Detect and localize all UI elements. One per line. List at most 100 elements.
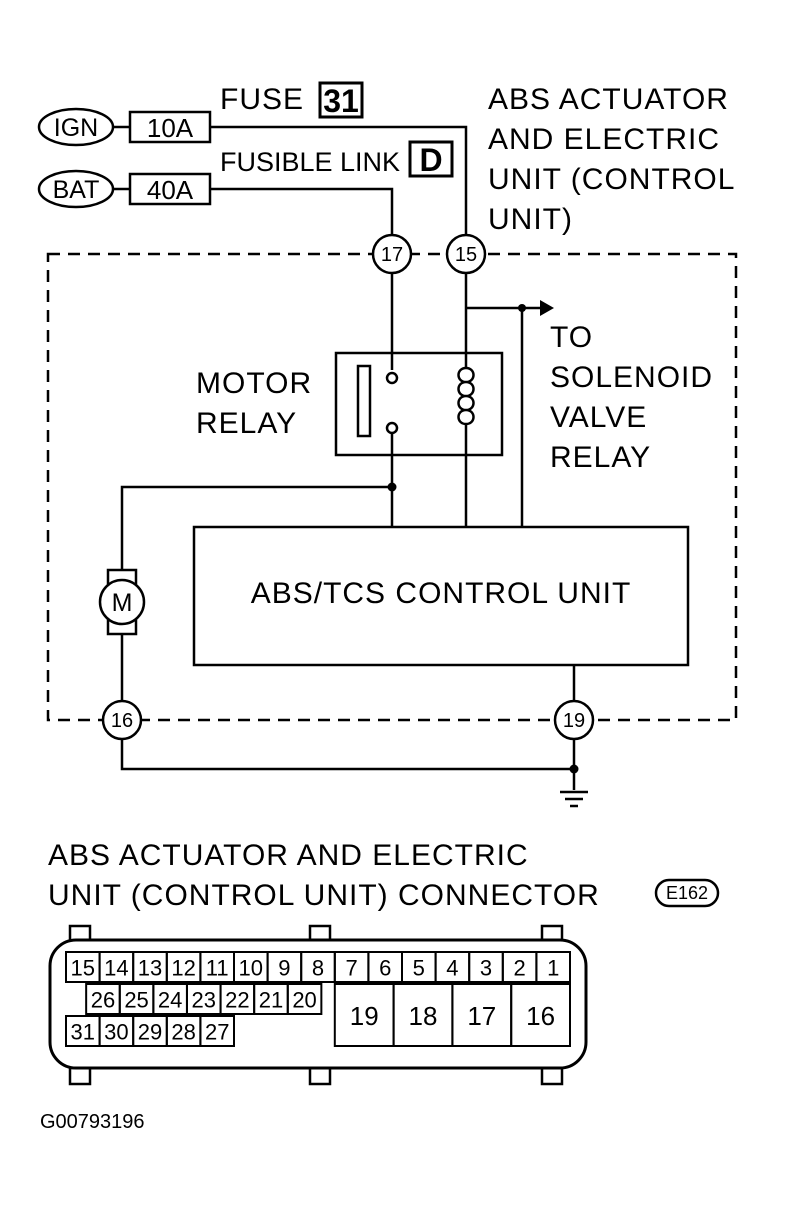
unit-title: ABS ACTUATOR AND ELECTRIC UNIT (CONTROL … — [488, 83, 735, 236]
connector-pin-31: 31 — [65, 1015, 101, 1047]
bat-label: BAT — [53, 176, 100, 204]
connector-pin-1: 1 — [535, 951, 572, 983]
solenoid-label-3: VALVE — [550, 401, 647, 434]
motor-relay-label-1: MOTOR — [196, 367, 312, 400]
relay-coil-icon — [457, 366, 475, 426]
fuse-10a-label: 10A — [147, 113, 194, 143]
connector-pin-label: 2 — [513, 956, 525, 981]
fuse-number-box: 31 — [318, 81, 364, 119]
connector-pin-23: 23 — [185, 983, 222, 1015]
ground-icon — [560, 790, 588, 808]
connector-pin-label: 26 — [91, 988, 115, 1013]
ign-label: IGN — [54, 114, 98, 142]
connector-title-1: ABS ACTUATOR AND ELECTRIC — [48, 839, 529, 872]
terminal-16: 16 — [101, 699, 143, 741]
fusible-link-label: FUSIBLE LINK — [220, 147, 400, 177]
connector-pin-25: 25 — [118, 983, 155, 1015]
connector-pin-28: 28 — [165, 1015, 202, 1047]
connector-pin-22: 22 — [219, 983, 256, 1015]
connector-pin-label: 30 — [104, 1020, 128, 1045]
connector-pin-20: 20 — [286, 983, 323, 1015]
connector-pin-label: 11 — [206, 956, 229, 981]
connector-pin-16: 16 — [510, 983, 572, 1047]
connector-pin-10: 10 — [233, 951, 269, 983]
motor-icon: M — [112, 589, 133, 617]
connector-pin-label: 17 — [467, 1001, 496, 1031]
motor-relay-label-2: RELAY — [196, 407, 297, 440]
connector-pin-label: 4 — [446, 956, 458, 981]
connector-pin-18: 18 — [392, 983, 454, 1047]
connector-pin-19: 19 — [333, 983, 395, 1047]
unit-title-line-1: ABS ACTUATOR — [488, 83, 729, 116]
terminal-15: 15 — [445, 233, 487, 275]
connector-pin-label: 3 — [480, 956, 492, 981]
connector-pin-label: 18 — [409, 1001, 438, 1031]
fusible-link-40a: 40A — [128, 172, 212, 206]
terminal-19: 19 — [553, 699, 595, 741]
arrow-to-solenoid-icon — [540, 300, 554, 316]
connector-pin-label: 5 — [413, 956, 425, 981]
motor-relay — [334, 351, 504, 457]
connector-pin-label: 23 — [192, 988, 216, 1013]
connector-pin-26: 26 — [85, 983, 121, 1015]
connector-pin-label: 10 — [239, 956, 263, 981]
connector-pin-12: 12 — [165, 951, 202, 983]
connector-pin-label: 16 — [526, 1001, 555, 1031]
connector-pin-14: 14 — [98, 951, 135, 983]
connector-pin-24: 24 — [152, 983, 188, 1015]
solenoid-label-2: SOLENOID — [550, 361, 713, 394]
connector-pin-label: 14 — [104, 956, 128, 981]
connector-pin-label: 9 — [278, 956, 290, 981]
connector-id-badge: E162 — [654, 878, 720, 908]
figure-ref: G00793196 — [40, 1111, 145, 1133]
fuse-10a: 10A — [128, 110, 212, 144]
connector-pin-label: 13 — [138, 956, 162, 981]
connector-pin-label: 28 — [171, 1020, 195, 1045]
terminal-19-label: 19 — [563, 710, 585, 732]
connector-pin-label: 7 — [345, 956, 357, 981]
unit-title-line-3: UNIT (CONTROL — [488, 163, 735, 196]
fuse-label: FUSE — [220, 83, 304, 116]
solenoid-label: TO SOLENOID VALVE RELAY — [550, 321, 713, 474]
ign-source: IGN — [37, 107, 115, 147]
motor: M — [98, 568, 146, 636]
unit-title-line-2: AND ELECTRIC — [488, 123, 720, 156]
control-unit-label: ABS/TCS CONTROL UNIT — [251, 577, 632, 610]
connector-pin-label: 12 — [171, 956, 195, 981]
connector-pin-label: 21 — [259, 988, 283, 1013]
connector-pin-15: 15 — [65, 951, 101, 983]
connector-pin-label: 29 — [138, 1020, 162, 1045]
relay-switch-icon — [356, 364, 372, 438]
connector-pin-27: 27 — [199, 1015, 235, 1047]
fuse-number: 31 — [323, 83, 359, 119]
connector-pin-label: 1 — [547, 956, 559, 981]
terminal-17-label: 17 — [381, 244, 403, 266]
solenoid-label-1: TO — [550, 321, 593, 354]
connector-pin-21: 21 — [253, 983, 289, 1015]
connector-pin-label: 24 — [158, 988, 182, 1013]
connector-pin-label: 27 — [205, 1020, 229, 1045]
fusible-link-letter: D — [419, 142, 442, 178]
connector-pin-label: 25 — [124, 988, 148, 1013]
connector-pin-13: 13 — [132, 951, 168, 983]
fuse-40a-label: 40A — [147, 175, 194, 205]
connector-pin-label: 31 — [71, 1020, 95, 1045]
connector-pin-label: 6 — [379, 956, 391, 981]
connector-pin-label: 15 — [71, 956, 95, 981]
unit-title-line-4: UNIT) — [488, 203, 573, 236]
terminal-17: 17 — [371, 233, 413, 275]
connector-title-2: UNIT (CONTROL UNIT) CONNECTOR — [48, 879, 600, 912]
terminal-16-label: 16 — [111, 710, 133, 732]
connector-pin-label: 20 — [292, 988, 316, 1013]
solenoid-label-4: RELAY — [550, 441, 651, 474]
connector-pin-29: 29 — [132, 1015, 168, 1047]
terminal-15-label: 15 — [455, 244, 477, 266]
connector-pin-30: 30 — [98, 1015, 135, 1047]
bat-source: BAT — [37, 169, 115, 209]
connector-pin-label: 22 — [225, 988, 249, 1013]
connector-pin-label: 19 — [350, 1001, 379, 1031]
fusible-link-letter-box: D — [408, 140, 454, 178]
connector-pin-label: 8 — [312, 956, 324, 981]
